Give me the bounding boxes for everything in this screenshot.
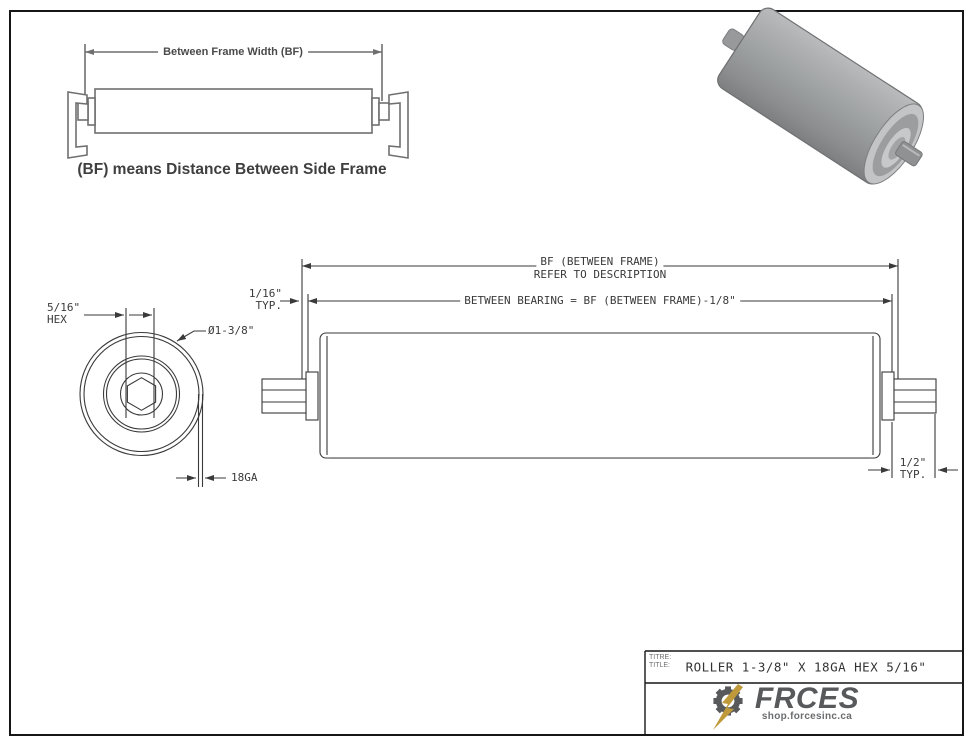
bf-caption: (BF) means Distance Between Side Frame	[77, 161, 387, 178]
bf-dim-text-line2: REFER TO DESCRIPTION	[529, 269, 671, 281]
sheet-border	[9, 10, 964, 736]
between-frame-width-label: Between Frame Width (BF)	[158, 46, 308, 58]
brand-wordmark: F RCES	[712, 682, 902, 716]
title-block-labels: TITRE: TITLE:	[649, 654, 672, 669]
drawing-title: ROLLER 1-3/8" X 18GA HEX 5/16"	[685, 659, 927, 675]
shaft-dim-text: 1/2" TYP.	[899, 456, 927, 481]
forces-logo: F RCES shop.forces	[712, 682, 902, 730]
roller-end-view	[79, 308, 226, 487]
gap-dim-text: 1/16" TYP.	[248, 287, 282, 312]
brand-url: shop.forcesinc.ca	[761, 711, 853, 722]
between-bearing-dim-text: BETWEEN BEARING = BF (BETWEEN FRAME)-1/8…	[460, 295, 740, 307]
gauge-dim-text: 18GA	[231, 471, 258, 484]
title-block-lines	[644, 650, 963, 735]
hex-dim-text: 5/16" HEX	[47, 301, 81, 326]
brand-letter-f: F	[754, 682, 774, 715]
brand-letters-rces: RCES	[773, 682, 860, 715]
roller-3d-image	[717, 7, 924, 185]
lightning-icon	[713, 684, 743, 730]
diameter-dim-text: Ø1-3/8"	[208, 324, 255, 337]
bf-explainer-drawing	[67, 44, 409, 159]
roller-side-view	[261, 259, 958, 478]
bf-dim-text-line1: BF (BETWEEN FRAME)	[536, 256, 664, 268]
